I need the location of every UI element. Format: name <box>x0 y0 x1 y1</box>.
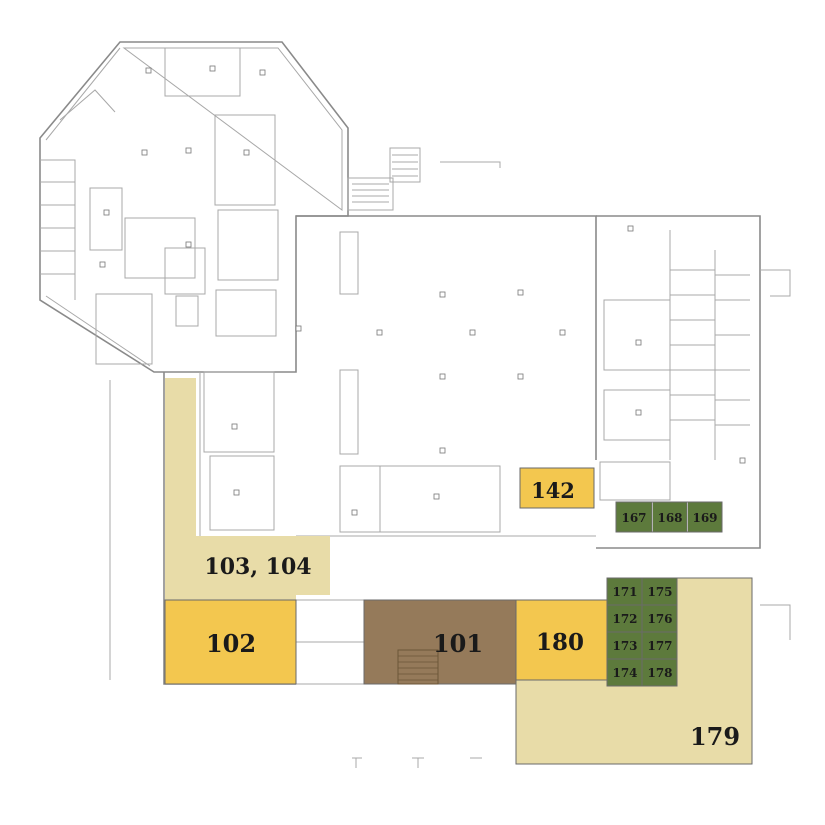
room-173-area[interactable] <box>607 632 642 659</box>
label-room-142: 142 <box>531 478 575 503</box>
room-171-area[interactable] <box>607 578 642 605</box>
label-room-171: 171 <box>612 585 637 599</box>
room-142-area[interactable] <box>520 468 594 508</box>
label-room-176: 176 <box>647 612 672 626</box>
label-room-179: 179 <box>690 722 740 751</box>
label-room-173: 173 <box>612 639 637 653</box>
label-room-177: 177 <box>647 639 672 653</box>
label-room-103-104: 103, 104 <box>204 554 311 580</box>
room-179-area[interactable] <box>516 578 752 764</box>
room-180-area[interactable] <box>516 600 607 680</box>
label-room-168: 168 <box>657 511 682 525</box>
room-168-area[interactable] <box>653 502 687 532</box>
room-177-area[interactable] <box>642 632 677 659</box>
label-room-101: 101 <box>433 629 483 658</box>
building-walls <box>39 41 791 768</box>
room-169-area[interactable] <box>688 502 722 532</box>
room-103-104-area[interactable] <box>165 378 330 600</box>
room-labels: 101 102 103, 104 142 180 179 167 168 169… <box>204 478 740 751</box>
label-room-174: 174 <box>612 666 637 680</box>
highlighted-rooms <box>164 378 753 765</box>
label-room-102: 102 <box>206 629 256 658</box>
label-room-167: 167 <box>621 511 646 525</box>
label-room-172: 172 <box>612 612 637 626</box>
room-102-area[interactable] <box>165 600 296 684</box>
room-101-area[interactable] <box>364 600 516 684</box>
room-176-area[interactable] <box>642 605 677 632</box>
room-175-area[interactable] <box>642 578 677 605</box>
room-167-area[interactable] <box>616 502 652 532</box>
label-room-175: 175 <box>647 585 672 599</box>
stairs <box>352 183 389 203</box>
room-178-area[interactable] <box>642 659 677 686</box>
stairs-101 <box>397 649 439 685</box>
label-room-169: 169 <box>692 511 717 525</box>
room-174-area[interactable] <box>607 659 642 686</box>
label-room-180: 180 <box>536 629 584 656</box>
room-tags <box>99 65 746 516</box>
room-172-area[interactable] <box>607 605 642 632</box>
label-room-178: 178 <box>647 666 672 680</box>
